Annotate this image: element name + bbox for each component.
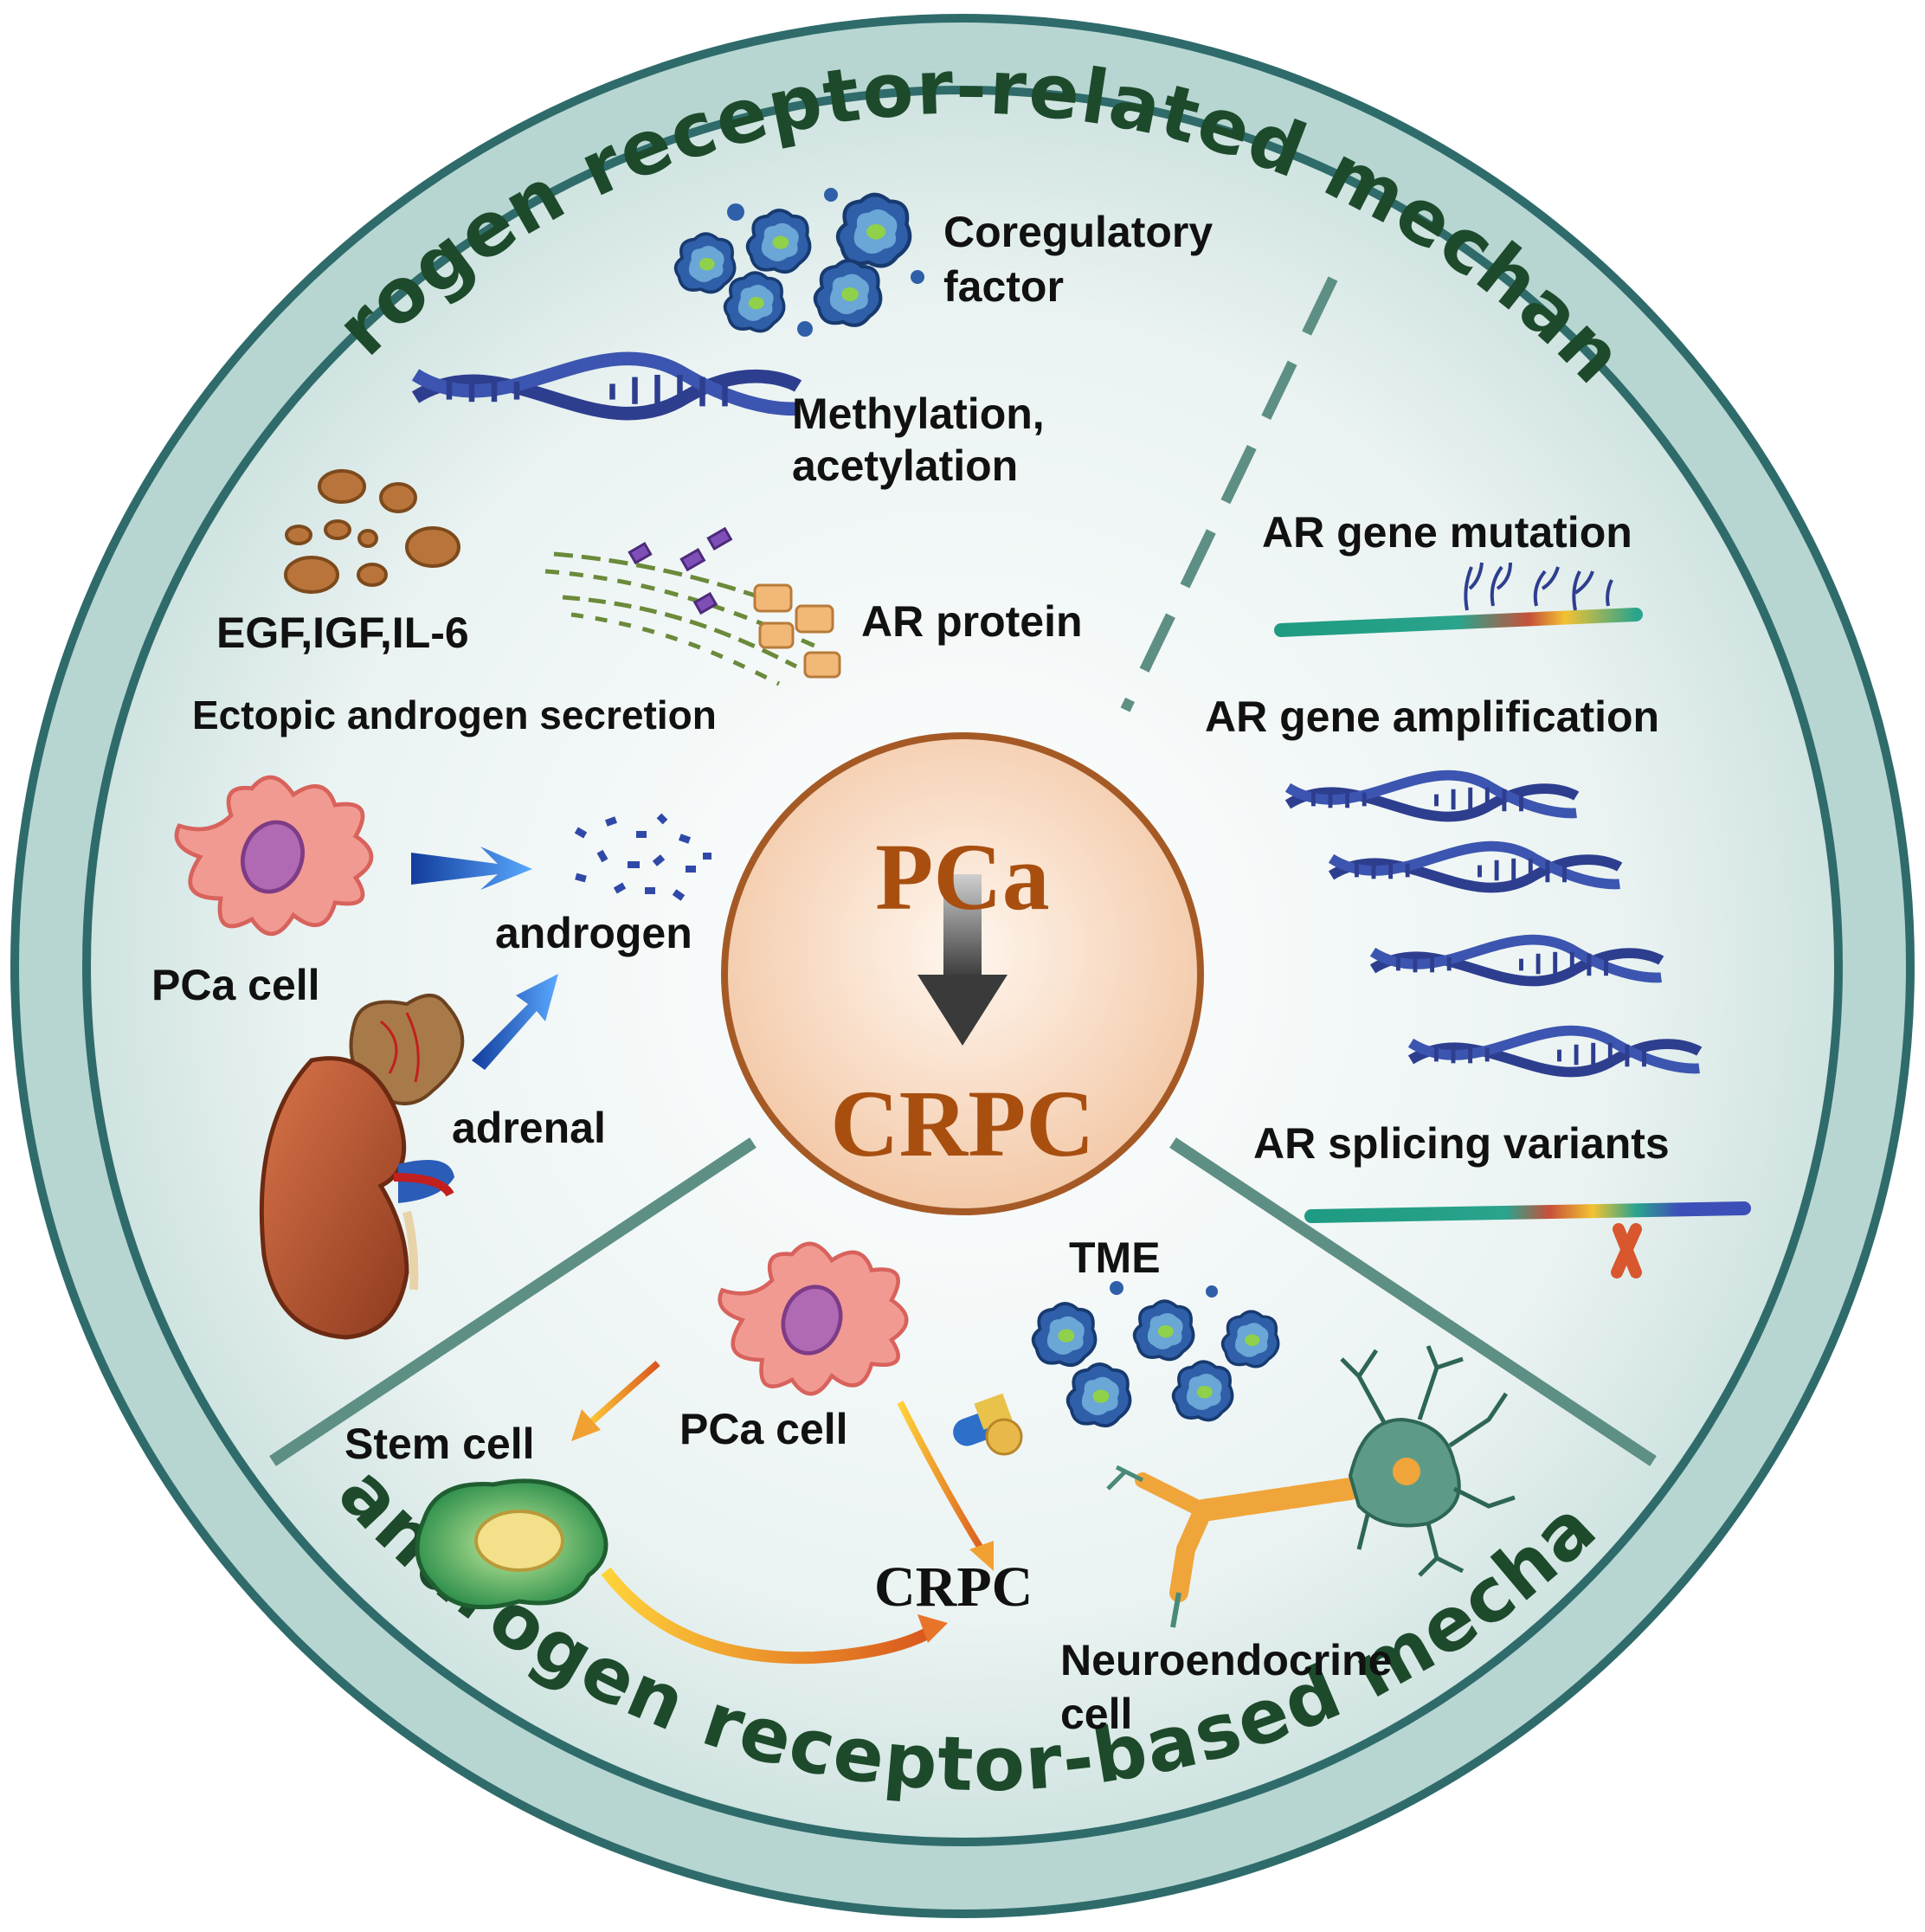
label-methylation: Methylation, [792,390,1045,438]
label-ar-gene-amplification: AR gene amplification [1205,692,1659,741]
stem-cell-icon [415,1478,608,1610]
blue-arrow-up [472,974,558,1070]
growth-factor-cluster [284,469,460,594]
label-crpc-bottom: CRPC [874,1555,1033,1619]
label-neuroendocrine: Neuroendocrine [1060,1636,1392,1684]
center-crpc: CRPC [830,1071,1095,1176]
label-factor: factor [943,262,1064,311]
tme-cell-cluster [1031,1281,1280,1428]
label-ar-protein: AR protein [861,597,1083,646]
label-tme: TME [1069,1233,1161,1282]
label-egf-igf-il6: EGF,IGF,IL-6 [216,609,469,657]
label-adrenal: adrenal [452,1104,606,1152]
label-ectopic-androgen-secretion: Ectopic androgen secretion [192,692,717,737]
label-androgen: androgen [495,909,692,957]
ar-gene-mutation-icon [1274,562,1643,637]
androgen-particles [574,813,711,901]
orange-arrows [571,1360,994,1665]
drug-capsule-icon [953,1393,1023,1456]
center-pca: PCa [875,824,1050,930]
label-neuroendocrine-cell: cell [1060,1690,1132,1738]
label-coregulatory: Coregulatory [943,208,1213,256]
ar-splicing-variants-icon [1304,1201,1751,1278]
center-circle: PCa CRPC [721,732,1204,1215]
neuroendocrine-cell-icon [1106,1345,1516,1628]
coregulatory-factor-cluster [673,188,924,337]
label-pca-cell-bottom: PCa cell [679,1405,848,1453]
ar-protein-icon [544,526,841,686]
label-stem-cell: Stem cell [344,1420,535,1468]
blue-arrow-right [411,847,532,890]
adrenal-kidney-icon [259,994,465,1340]
label-ar-splicing-variants: AR splicing variants [1253,1119,1670,1168]
sector-dividers [269,276,1657,1466]
label-acetylation: acetylation [792,441,1018,490]
label-pca-cell-left: PCa cell [151,961,320,1009]
label-ar-gene-mutation: AR gene mutation [1262,508,1632,557]
